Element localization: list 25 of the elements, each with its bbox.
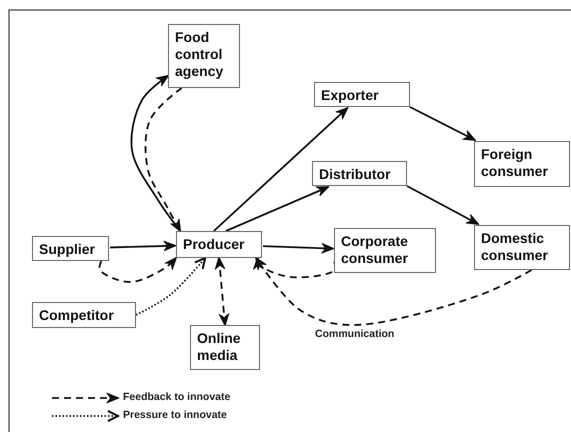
arrow bbox=[98, 256, 178, 283]
entity-box: Supplier bbox=[32, 236, 109, 261]
arrow bbox=[226, 186, 330, 232]
arrow bbox=[410, 106, 476, 141]
arrow bbox=[144, 87, 182, 232]
entity-box: Distributor bbox=[312, 161, 407, 186]
arrow bbox=[213, 106, 349, 232]
legend-label: Pressure to innovate bbox=[123, 409, 227, 421]
entity-box: Exporter bbox=[314, 82, 410, 107]
arrow bbox=[214, 256, 230, 327]
entity-box: Corporate consumer bbox=[334, 228, 436, 273]
entity-box: Competitor bbox=[32, 302, 136, 328]
entity-box: Domestic consumer bbox=[474, 225, 570, 270]
entity-box: Foreign consumer bbox=[474, 141, 570, 187]
legend-label: Feedback to innovate bbox=[123, 391, 230, 403]
arrow bbox=[136, 257, 206, 316]
arrow bbox=[262, 242, 335, 254]
arrow bbox=[406, 185, 480, 225]
entity-box: Online media bbox=[190, 325, 260, 370]
arrow bbox=[253, 256, 336, 278]
edge-label: Communication bbox=[313, 328, 396, 340]
entity-box: Producer bbox=[176, 231, 262, 258]
arrow bbox=[254, 256, 532, 326]
entity-box: Food control agency bbox=[168, 24, 240, 88]
arrow bbox=[110, 240, 177, 252]
